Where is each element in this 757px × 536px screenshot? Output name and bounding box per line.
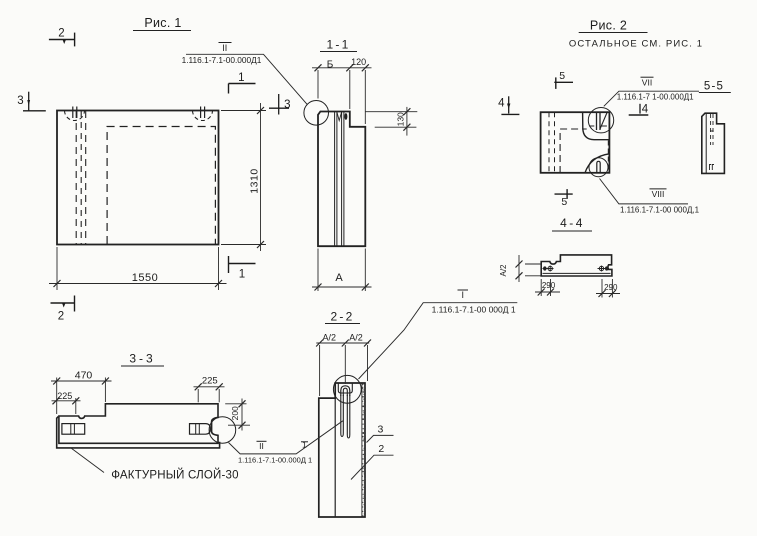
- svg-text:1.116.1-7.1-00.000Д 1: 1.116.1-7.1-00.000Д 1: [238, 456, 312, 465]
- svg-text:А: А: [335, 272, 343, 284]
- svg-text:А/2: А/2: [349, 333, 363, 343]
- svg-text:1: 1: [302, 440, 307, 450]
- svg-text:1.116.1-7 1-00.000Д1: 1.116.1-7 1-00.000Д1: [617, 93, 694, 102]
- svg-text:1-1: 1-1: [327, 38, 351, 52]
- svg-text:4-4: 4-4: [560, 216, 585, 230]
- svg-text:Б: Б: [327, 60, 334, 71]
- svg-text:5: 5: [559, 70, 565, 82]
- svg-text:ФАКТУРНЫЙ СЛОЙ-30: ФАКТУРНЫЙ СЛОЙ-30: [111, 469, 239, 482]
- svg-text:Рис. 1: Рис. 1: [144, 16, 181, 30]
- svg-text:2: 2: [378, 443, 384, 455]
- svg-text:Рис. 2: Рис. 2: [590, 19, 627, 33]
- svg-text:А/2: А/2: [323, 333, 337, 343]
- svg-text:4: 4: [498, 98, 505, 110]
- svg-text:200: 200: [230, 406, 240, 420]
- svg-text:1: 1: [239, 269, 245, 281]
- svg-text:1.116.1-7.1-00.000Д1: 1.116.1-7.1-00.000Д1: [182, 55, 262, 65]
- svg-text:1310: 1310: [249, 168, 261, 193]
- svg-text:225: 225: [57, 391, 72, 401]
- svg-text:1: 1: [238, 72, 244, 84]
- svg-text:290: 290: [542, 281, 556, 290]
- svg-text:1.116.1-7.1-00 000Д,1: 1.116.1-7.1-00 000Д,1: [620, 206, 700, 215]
- svg-text:VIII: VIII: [652, 189, 665, 199]
- svg-text:1.116.1-7.1-00 000Д 1: 1.116.1-7.1-00 000Д 1: [432, 305, 516, 315]
- svg-text:II: II: [259, 441, 264, 451]
- svg-text:4: 4: [642, 104, 649, 116]
- svg-text:130: 130: [396, 112, 406, 126]
- svg-text:II: II: [222, 43, 227, 53]
- svg-text:2: 2: [58, 311, 64, 323]
- svg-text:5: 5: [561, 196, 567, 208]
- svg-text:1550: 1550: [132, 272, 158, 284]
- svg-text:3: 3: [377, 424, 383, 436]
- svg-text:I: I: [462, 290, 465, 300]
- svg-text:ОСТАЛЬНОЕ СМ. РИС. 1: ОСТАЛЬНОЕ СМ. РИС. 1: [569, 39, 703, 50]
- svg-text:2: 2: [58, 28, 64, 40]
- svg-text:290: 290: [604, 283, 618, 292]
- svg-text:3-3: 3-3: [129, 352, 155, 366]
- svg-text:VII: VII: [642, 78, 652, 88]
- svg-text:А/2: А/2: [499, 264, 508, 277]
- svg-text:3: 3: [17, 95, 23, 107]
- svg-text:5-5: 5-5: [704, 81, 724, 93]
- svg-text:470: 470: [75, 370, 93, 382]
- svg-text:3: 3: [284, 99, 290, 111]
- svg-text:120: 120: [351, 57, 366, 67]
- svg-text:225: 225: [202, 375, 218, 386]
- svg-text:2-2: 2-2: [331, 310, 355, 324]
